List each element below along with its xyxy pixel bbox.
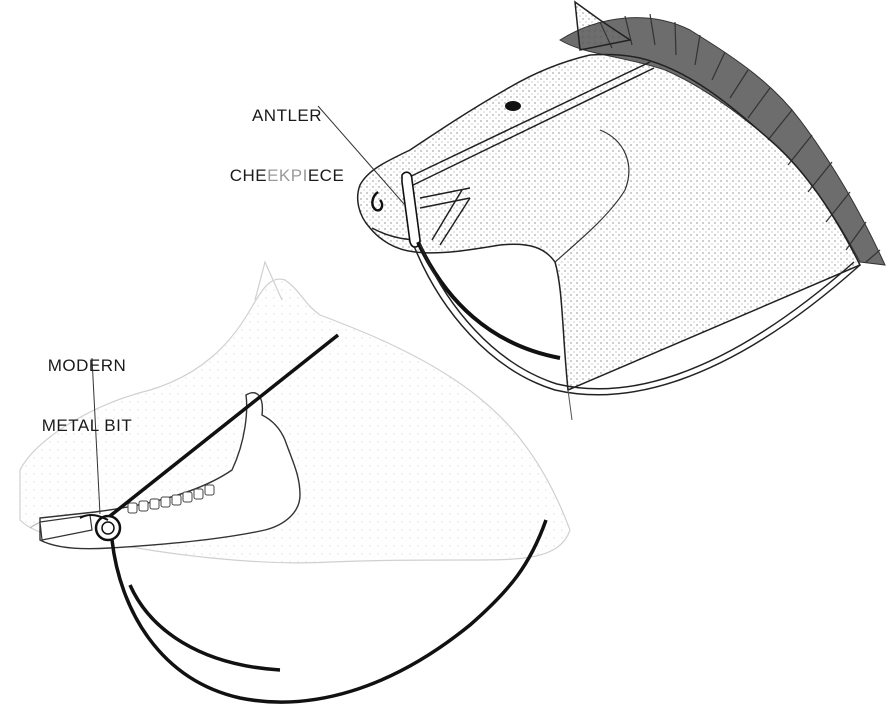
modern-metal-bit-label: MODERN METAL BIT — [22, 316, 152, 476]
modern-label-line2: METAL BIT — [22, 416, 152, 436]
antler-cheekpiece-label: ANTLER CHEEKPIECE — [222, 66, 352, 226]
rein-dark — [418, 242, 560, 358]
rein-inner — [130, 585, 280, 670]
antler-label-part-c: ECE — [308, 166, 344, 185]
neck-edge — [568, 390, 572, 420]
antler-label-part-b: EKPI — [267, 166, 308, 185]
antler-label-line2: CHEEKPIECE — [222, 166, 352, 186]
eye — [505, 101, 521, 111]
modern-label-line1: MODERN — [22, 356, 152, 376]
horse-head-antler — [358, 2, 885, 420]
antler-label-part-a: CHE — [230, 166, 267, 185]
antler-label-line1: ANTLER — [222, 106, 352, 126]
